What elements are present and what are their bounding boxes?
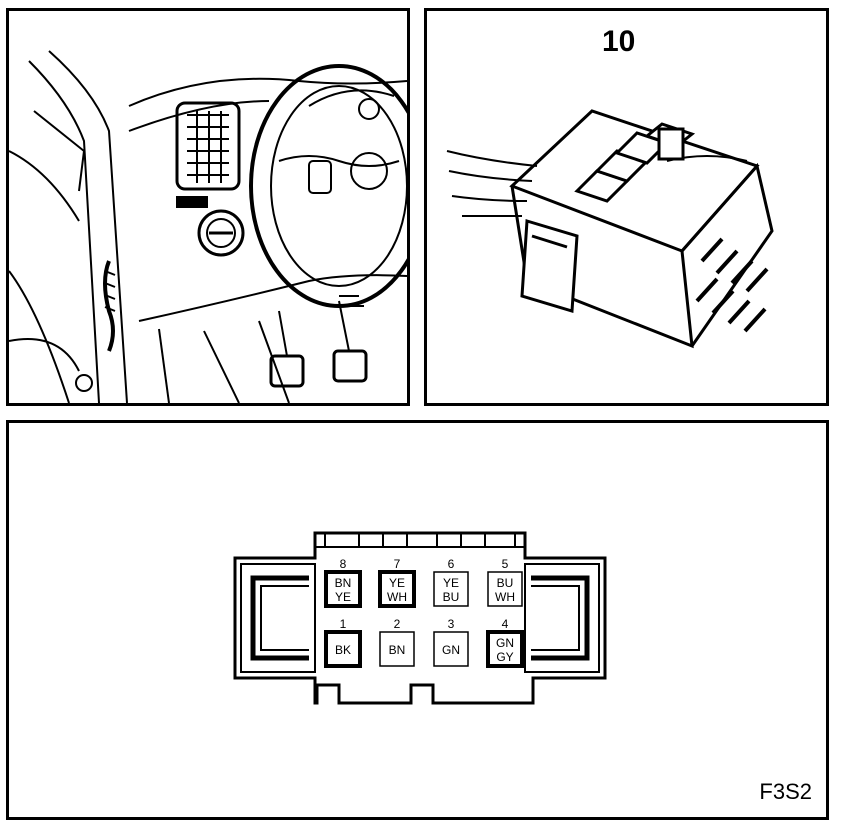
pin-number: 3 — [448, 617, 455, 631]
connector-outline — [233, 531, 607, 705]
wire-color-label: BU — [443, 590, 460, 604]
wire-color-label: BN — [335, 576, 352, 590]
dashboard-illustration — [9, 50, 407, 403]
pin-number: 2 — [394, 617, 401, 631]
wire-color-label: GN — [496, 636, 514, 650]
pin-cell-3: 3GN — [433, 617, 469, 667]
pin-box — [324, 630, 362, 668]
pin-cell-2: 2BN — [379, 617, 415, 667]
pin-number: 4 — [502, 617, 509, 631]
connector-illustration — [446, 109, 774, 349]
wire-color-label: GY — [496, 650, 513, 664]
left-latch — [250, 575, 309, 661]
pin-box — [378, 570, 416, 608]
pin-number: 8 — [340, 557, 347, 571]
figure-code: F3S2 — [759, 779, 812, 804]
wire-color-label: BU — [497, 576, 514, 590]
connector-view-panel: 10 — [424, 8, 829, 406]
wire-color-label: YE — [443, 576, 459, 590]
wire-color-label: WH — [387, 590, 407, 604]
wire-color-label: BN — [389, 643, 406, 657]
pin-box — [379, 631, 415, 667]
wire-color-label: BK — [335, 643, 351, 657]
wire-color-label: WH — [495, 590, 515, 604]
pin-number: 7 — [394, 557, 401, 571]
pin-number: 5 — [502, 557, 509, 571]
pin-box — [433, 631, 469, 667]
callout-number: 10 — [602, 25, 636, 58]
pin-box — [487, 571, 523, 607]
pin-box — [486, 630, 524, 668]
pin-box — [433, 571, 469, 607]
wire-color-label: YE — [389, 576, 405, 590]
pin-box — [324, 570, 362, 608]
wire-color-label: YE — [335, 590, 351, 604]
pin-number: 1 — [340, 617, 347, 631]
pin-number: 6 — [448, 557, 455, 571]
right-latch — [531, 575, 590, 661]
wire-color-label: GN — [442, 643, 460, 657]
pin-cell-1: 1BK — [324, 617, 362, 668]
dashboard-location-panel — [6, 8, 410, 406]
